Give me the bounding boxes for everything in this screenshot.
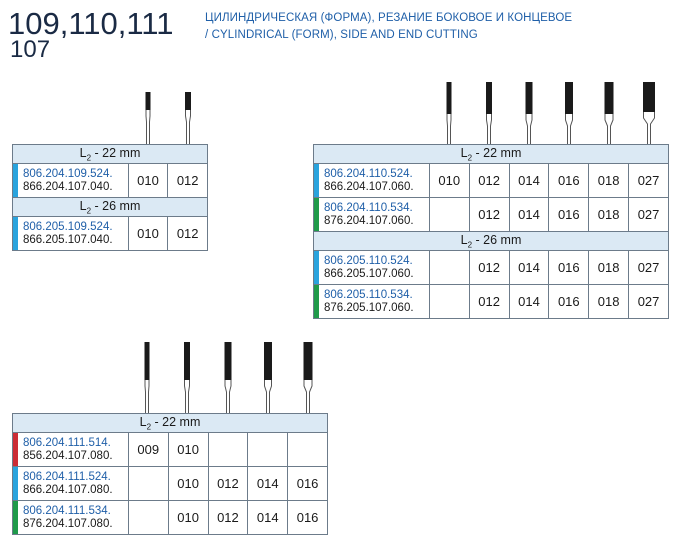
l2-22-label: L2 - 22 mm: [12, 413, 328, 433]
size-cell: 009: [127, 432, 169, 467]
product-sub-code: 107: [10, 36, 51, 63]
size-cell: 012: [167, 216, 208, 251]
size-cell: [247, 432, 289, 467]
bur-icon: [145, 92, 151, 144]
size-cell: [207, 432, 249, 467]
title-english: / CYLINDRICAL (FORM), SIDE AND END CUTTI…: [205, 29, 478, 41]
size-cell: 012: [167, 163, 208, 198]
size-cell: 014: [247, 466, 289, 501]
size-cell: 012: [207, 500, 249, 535]
size-cell: 018: [588, 284, 630, 319]
size-cell: 016: [287, 500, 328, 535]
size-cell: [287, 432, 328, 467]
size-cell: 016: [548, 197, 590, 232]
size-cell: 014: [508, 163, 550, 198]
size-cell: 018: [588, 163, 630, 198]
size-cell: 010: [167, 466, 209, 501]
size-cell: 027: [628, 250, 669, 285]
size-cell: 010: [428, 163, 470, 198]
size-cell: 016: [548, 250, 590, 285]
size-cell: 018: [588, 250, 630, 285]
catalog-code-cell: 806.205.110.524.866.205.107.060.: [313, 250, 430, 285]
bur-icon: [224, 342, 232, 413]
catalog-code-cell: 806.204.110.524.866.204.107.060.: [313, 163, 430, 198]
table-109: L2 - 22 mm 806.204.109.524.866.204.107.0…: [12, 144, 208, 251]
size-cell: [428, 284, 470, 319]
catalog-code-cell: 806.205.109.524.866.205.107.040.: [12, 216, 129, 251]
catalog-code-cell: 806.204.111.534.876.204.107.080.: [12, 500, 129, 535]
size-cell: [428, 197, 470, 232]
bur-icon: [446, 82, 452, 144]
bur-icon: [184, 342, 190, 413]
size-cell: 016: [287, 466, 328, 501]
size-cell: 014: [247, 500, 289, 535]
table-111: L2 - 22 mm 806.204.111.514.856.204.107.0…: [12, 413, 328, 535]
table-row: 806.204.110.534.876.204.107.060. 012 014…: [313, 197, 669, 232]
title-russian: ЦИЛИНДРИЧЕСКАЯ (ФОРМА), РЕЗАНИЕ БОКОВОЕ …: [205, 12, 573, 24]
size-cell: 018: [588, 197, 630, 232]
table-row: 806.204.110.524.866.204.107.060. 010 012…: [313, 163, 669, 198]
size-cell: 014: [508, 250, 550, 285]
table-row: 806.205.110.534.876.205.107.060. 012 014…: [313, 284, 669, 319]
catalog-code-cell: 806.204.110.534.876.204.107.060.: [313, 197, 430, 232]
catalog-code-cell: 806.204.111.514.856.204.107.080.: [12, 432, 129, 467]
l2-22-label: L2 - 22 mm: [313, 144, 669, 164]
table-row: 806.204.109.524.866.204.107.040. 010 012: [12, 163, 208, 198]
size-cell: 012: [468, 163, 510, 198]
table-row: 806.204.111.514.856.204.107.080. 009 010: [12, 432, 328, 467]
size-cell: 027: [628, 284, 669, 319]
size-cell: [127, 466, 169, 501]
size-cell: 027: [628, 197, 669, 232]
table-row: 806.205.110.524.866.205.107.060. 012 014…: [313, 250, 669, 285]
catalog-code-cell: 806.204.111.524.866.204.107.080.: [12, 466, 129, 501]
size-cell: 014: [508, 284, 550, 319]
bur-icon: [144, 342, 150, 413]
l2-26-label: L2 - 26 mm: [313, 231, 669, 251]
bur-icon: [604, 82, 614, 144]
bur-icon: [264, 342, 272, 413]
bur-icon: [643, 82, 655, 144]
product-codes-title: 109,110,111: [8, 6, 174, 41]
size-cell: 012: [468, 250, 510, 285]
size-cell: 012: [468, 197, 510, 232]
size-cell: 012: [207, 466, 249, 501]
bur-icon: [565, 82, 573, 144]
catalog-code-cell: 806.204.109.524.866.204.107.040.: [12, 163, 129, 198]
bur-icon: [185, 92, 191, 144]
l2-22-label: L2 - 22 mm: [12, 144, 208, 164]
size-cell: 010: [127, 163, 169, 198]
size-cell: [428, 250, 470, 285]
size-cell: 014: [508, 197, 550, 232]
size-cell: 010: [127, 216, 169, 251]
l2-26-label: L2 - 26 mm: [12, 197, 208, 217]
size-cell: 010: [167, 500, 209, 535]
size-cell: 010: [167, 432, 209, 467]
table-row: 806.205.109.524.866.205.107.040. 010 012: [12, 216, 208, 251]
size-cell: 027: [628, 163, 669, 198]
size-cell: 016: [548, 284, 590, 319]
bur-icon: [486, 82, 492, 144]
size-cell: [127, 500, 169, 535]
table-row: 806.204.111.534.876.204.107.080. 010 012…: [12, 500, 328, 535]
table-110: L2 - 22 mm 806.204.110.524.866.204.107.0…: [313, 144, 669, 319]
size-cell: 012: [468, 284, 510, 319]
catalog-code-cell: 806.205.110.534.876.205.107.060.: [313, 284, 430, 319]
bur-icon: [525, 82, 533, 144]
size-cell: 016: [548, 163, 590, 198]
table-row: 806.204.111.524.866.204.107.080. 010 012…: [12, 466, 328, 501]
bur-icon: [303, 342, 313, 413]
